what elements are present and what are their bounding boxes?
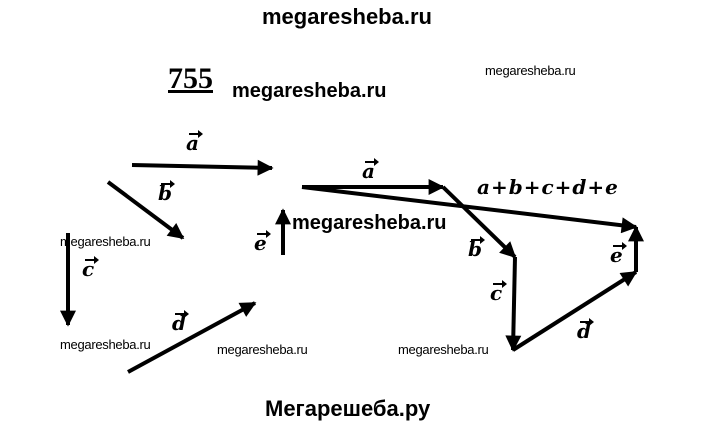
chain-label-b: b (468, 236, 485, 261)
watermark-bottom-mid: megaresheba.ru (217, 342, 308, 357)
chain-label-d: d (577, 318, 594, 343)
watermark-center: megaresheba.ru (292, 212, 447, 234)
chain-label-e: e (610, 242, 627, 267)
watermark-bottom-left: megaresheba.ru (60, 337, 151, 352)
label-d: d (172, 310, 189, 335)
chain-vector-d (511, 270, 638, 352)
chain-label-a: a (362, 158, 379, 183)
watermark-footer: Мегарешеба.ру (265, 396, 431, 421)
watermark-top: megaresheba.ru (262, 4, 432, 29)
watermark-header: megaresheba.ru (232, 80, 387, 102)
chain-label-c: c (490, 280, 508, 305)
label-e: e (254, 230, 271, 255)
watermark-left: megaresheba.ru (60, 234, 151, 249)
vector-d (127, 301, 257, 374)
chain-vector-b (441, 185, 517, 259)
vector-a (131, 159, 274, 176)
watermark-bottom-right: megaresheba.ru (398, 342, 489, 357)
sum-label: a+b+c+d+e (477, 175, 619, 199)
chain-vector-c (505, 256, 522, 352)
label-b: b (158, 180, 175, 205)
label-a: a (186, 130, 203, 155)
label-c: c (82, 256, 100, 281)
problem-number: 755 (168, 62, 213, 95)
watermark-top-right: megaresheba.ru (485, 63, 576, 78)
sum-vector (301, 185, 638, 234)
vector-b (106, 180, 185, 240)
